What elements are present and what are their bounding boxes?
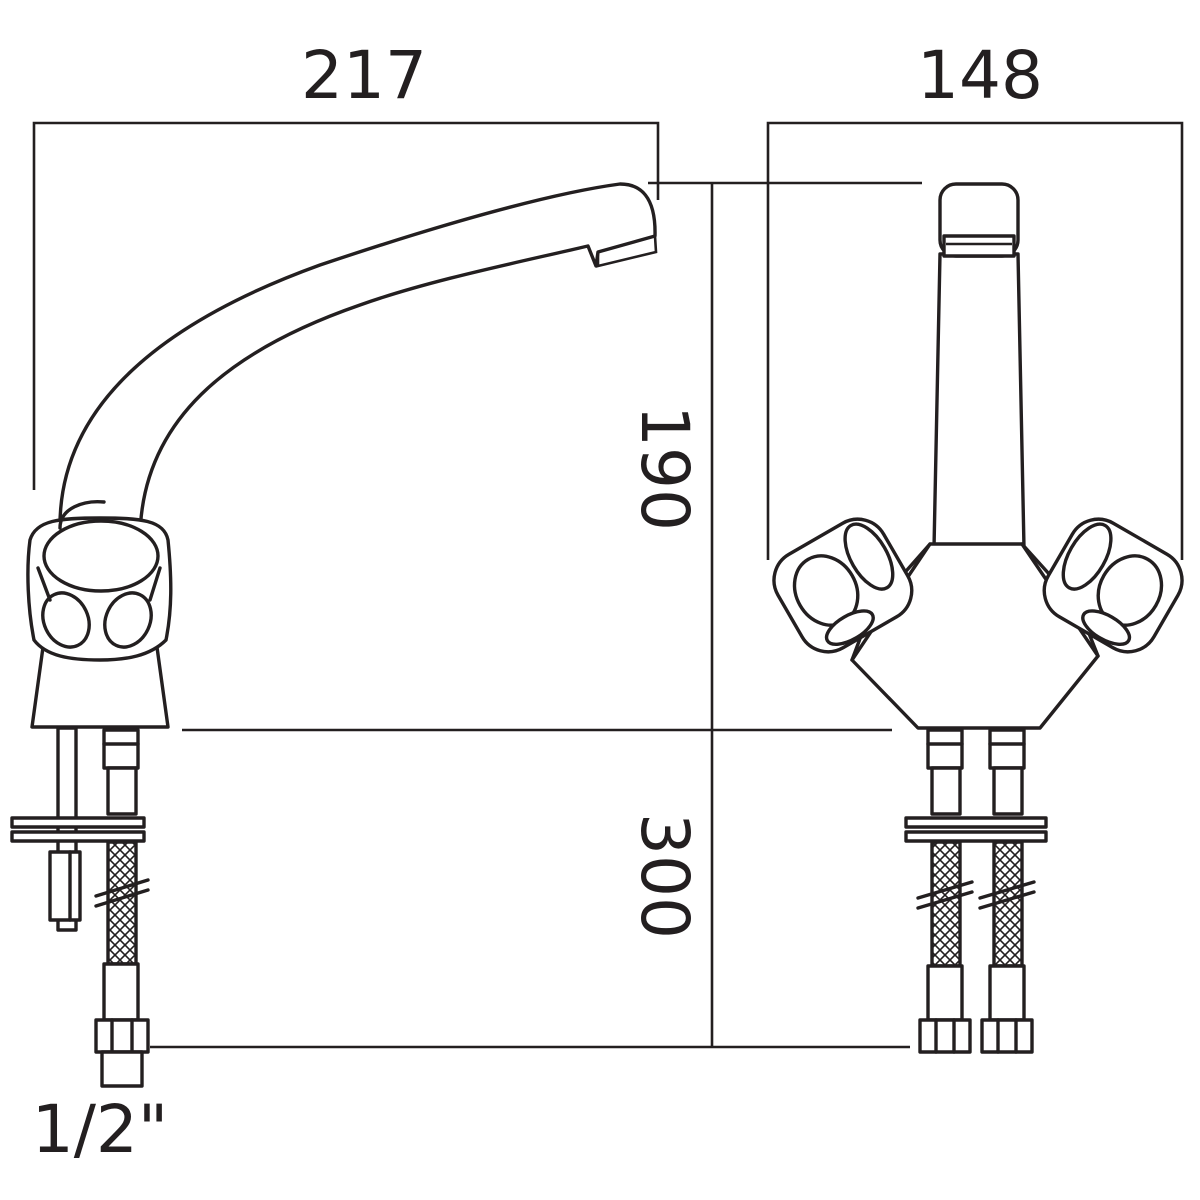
side-hose-braid: [106, 840, 138, 966]
dimension-217-lines: [32, 121, 660, 490]
dimension-300-label: 300: [626, 813, 703, 939]
side-spout: [58, 182, 657, 542]
dimension-190-lines: [182, 181, 922, 1047]
side-hose-nut: [94, 1018, 150, 1054]
dimension-148-lines: [766, 121, 1184, 560]
front-view: [772, 182, 1184, 1054]
front-spout-aerator: [942, 234, 1016, 258]
front-hose-left: [916, 728, 974, 1054]
front-spout: [932, 252, 1026, 550]
side-hose-end: [102, 962, 140, 1022]
front-mount-plate-bottom: [904, 830, 1048, 843]
side-mount-plate-top: [10, 816, 146, 829]
front-handle-right: [1042, 517, 1184, 654]
front-handle-left: [772, 517, 914, 654]
side-view: [10, 182, 658, 1088]
side-rod-nut: [48, 850, 82, 922]
side-connector-tail: [100, 1050, 144, 1088]
side-handle-hole-left: [41, 591, 91, 649]
connector-size-label: 1/2": [32, 1091, 169, 1168]
side-hose-collar: [106, 766, 138, 816]
side-hose-fitting: [102, 728, 140, 770]
dimension-190-label: 190: [626, 405, 703, 531]
side-mount-plate-bottom: [10, 830, 146, 843]
dimension-148-label: 148: [917, 37, 1043, 114]
side-handle-cap: [42, 519, 160, 593]
front-mount-plate-top: [904, 816, 1048, 829]
dimension-217-label: 217: [301, 37, 427, 114]
side-handle-hole-right: [103, 591, 153, 649]
front-hose-right: [978, 728, 1036, 1054]
